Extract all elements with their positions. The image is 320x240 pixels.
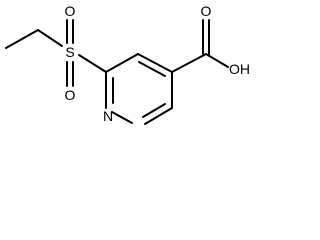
bond-ethyl-ch2-sulfur [37,29,63,47]
bond-ring-c5-c6-inner [142,103,166,118]
bond-sulfur-ring-carbon [78,54,107,73]
bond-ring-c2-c3 [105,53,139,73]
bond-ring-c5-c6 [144,107,173,125]
chemical-structure-diagram: S O O N O OH [5,3,250,125]
atom-label-carbonyl-oxygen: O [201,3,212,19]
bond-ring-c3-c4 [137,53,173,73]
bond-carboxyl-hydroxyl [205,53,229,68]
bond-ring-carboxyl-carbon [171,53,207,73]
atom-label-sulfonyl-oxygen-bottom: O [65,87,76,103]
bond-ring-c6-nitrogen [111,111,133,124]
atom-label-sulfur: S [65,44,74,60]
atom-label-hydroxyl: OH [229,61,250,77]
bond-ring-c3-c4-inner [138,61,166,77]
atom-label-sulfonyl-oxygen-top: O [65,3,76,19]
atom-label-ring-nitrogen: N [103,108,113,124]
bond-ethyl-ch3-ch2 [5,29,39,49]
